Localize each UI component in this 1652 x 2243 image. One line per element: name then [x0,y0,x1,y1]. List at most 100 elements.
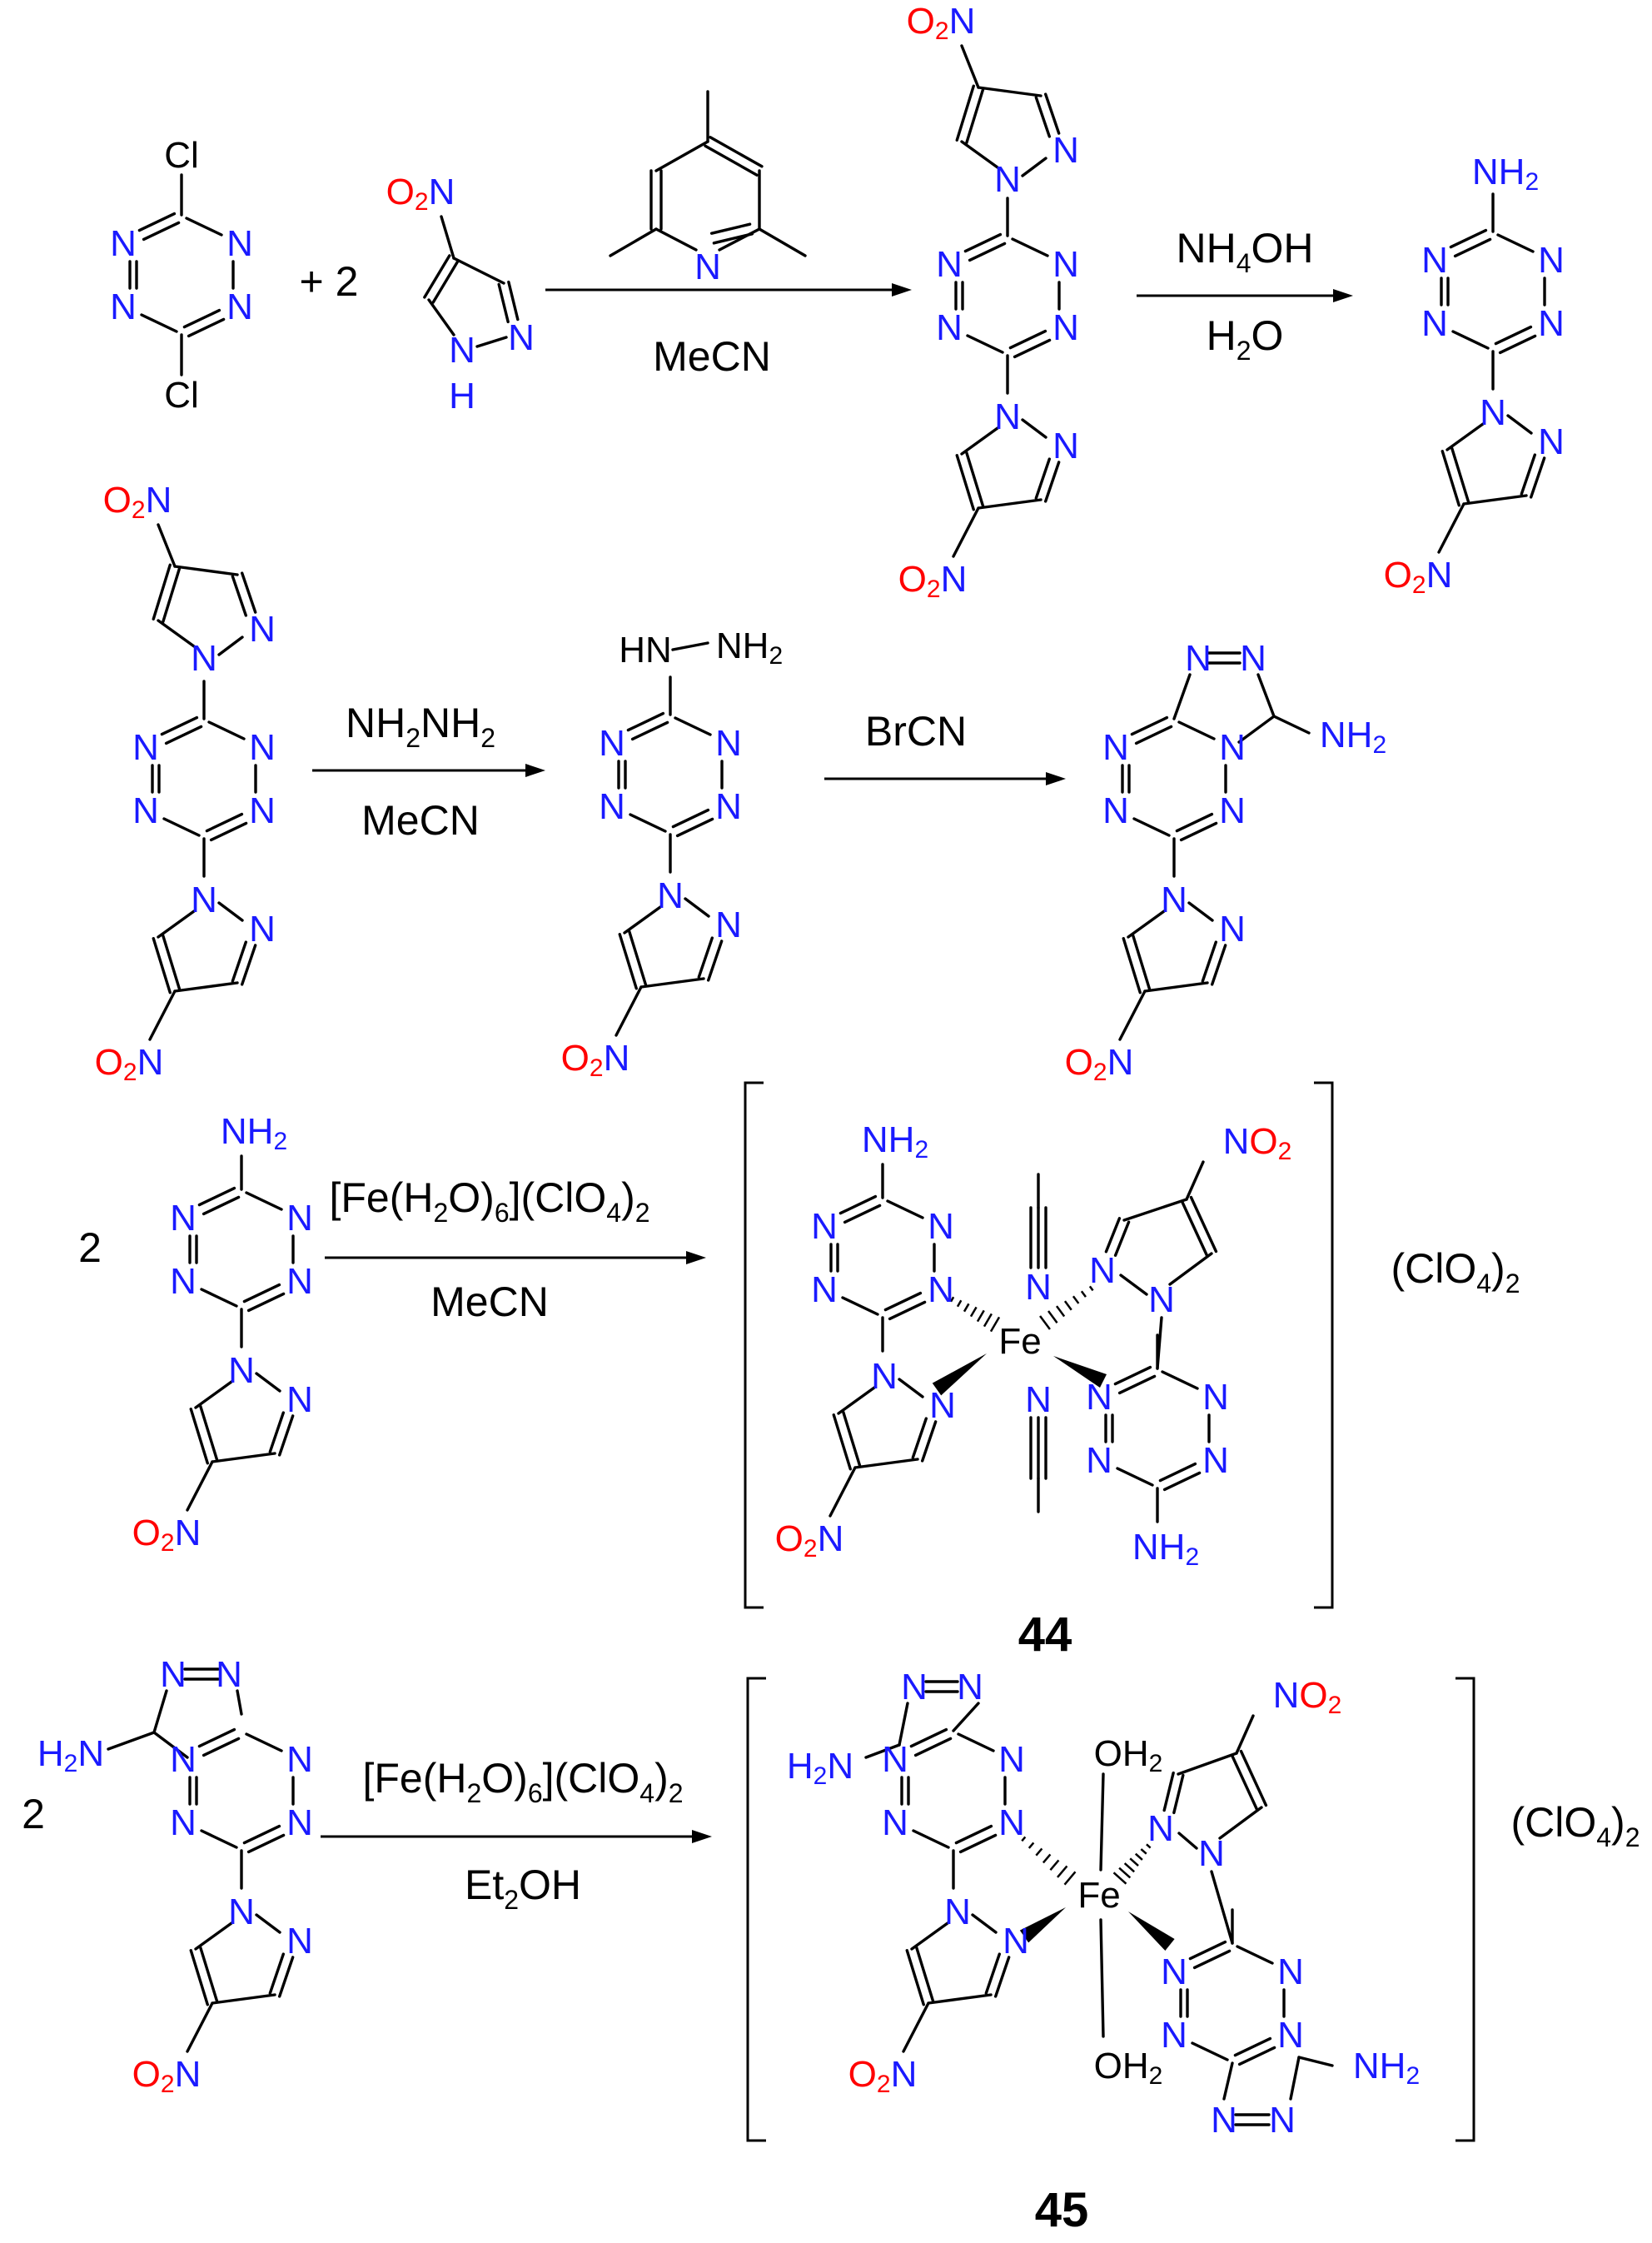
ring-bond [1034,457,1052,500]
nitrogen-label: N [170,1261,197,1302]
reagent-iron-perchlorate-1: [Fe(H2O)6](ClO4)2 [329,1174,649,1228]
nitrogen-label: N [170,1802,197,1843]
ring-bond [629,813,667,833]
amino-group-label: H2N [787,1746,853,1790]
ring-bond [628,930,648,987]
ring-bond [626,711,665,732]
perchlorate-counterion-44: (ClO4)2 [1391,1245,1520,1298]
ring-bond [838,1194,878,1215]
substituent-bond [148,989,177,1041]
ring-bond [189,1408,209,1465]
ring-bond [452,257,505,285]
ring-bond [674,716,712,736]
ring-bond [952,1702,980,1732]
ring-bond [984,1952,1002,1995]
ring-bond [630,720,669,741]
ring-bond [843,1204,882,1224]
amino-group-label: NH2 [221,1111,287,1155]
ring-bond [209,821,248,842]
ring-bond [277,1414,295,1457]
hashed-bond [1134,1852,1143,1861]
ring-bond [1496,233,1535,253]
hashed-bond [989,1316,1001,1333]
substituent-bond [960,44,980,89]
hashed-bond [1063,1300,1072,1311]
amino-group-label: NH2 [1472,152,1539,196]
nitrogen-label: N [228,1892,255,1932]
nitrogen-label: N [882,1739,908,1780]
ring-bond [1130,715,1169,736]
nitrogen-label: N [110,223,137,264]
ring-bond [1011,237,1049,257]
nitrogen-label: N [957,1667,983,1707]
ring-bond [911,1417,928,1459]
ring-bond [507,280,520,321]
aqua-ligand-label: OH2 [1094,1733,1163,1777]
ring-bond [185,217,223,237]
nitro-group-label: O2N [132,1513,202,1557]
nitrogen-label: N [249,609,276,650]
nitrogen-label: N [449,330,475,371]
reagent-water: H2O [1207,312,1284,366]
nitro-group-label: O2N [95,1042,164,1086]
nitro-group-label: NO2 [1273,1675,1342,1719]
nitrogen-label: N [994,396,1021,437]
ring-bond [1529,456,1546,499]
ring-bond [157,619,196,648]
ring-bond [898,1378,924,1398]
hashed-bond [1021,1836,1027,1842]
amino-group-label: NH2 [1320,715,1386,759]
nitrogen-label: N [1147,1808,1174,1849]
ring-bond [1289,2056,1301,2101]
ring-bond [202,1195,241,1216]
ring-bond [704,144,759,177]
ring-bond [1498,334,1537,355]
ring-bond [1450,446,1470,504]
reagent-mecn-2: MeCN [361,797,480,844]
hashed-bond [1072,1295,1080,1304]
ring-bond [697,936,714,979]
ring-bond [152,937,172,994]
chlorine-label: Cl [164,375,199,416]
nitrogen-label: N [1198,1833,1225,1874]
ring-bond [623,905,662,935]
ring-bond [1162,1771,1175,1812]
ring-bond [1188,1940,1227,1961]
ring-bond [1506,414,1533,435]
nitro-group-label: NO2 [1223,1121,1292,1165]
reagent-iron-perchlorate-2: [Fe(H2O)6](ClO4)2 [362,1755,683,1808]
ring-bond [909,1727,948,1748]
ring-bond [1449,228,1488,249]
nitrogen-label: N [1161,880,1187,920]
ring-bond [971,1913,998,1934]
reagent-mecn-3: MeCN [430,1279,549,1325]
arrow-head [1046,772,1066,785]
nitrogen-label: N [170,1739,197,1780]
ring-bond [706,940,724,982]
methyl-bond [758,227,807,257]
ring-bond [1172,673,1192,720]
wedge-bond [1128,1912,1175,1951]
nitrogen-label: N [286,1261,313,1302]
ring-bond [189,1949,209,2006]
nitrogen-label: N [1025,1379,1052,1420]
amino-group-label: H2N [37,1733,104,1777]
nitrogen-label: N [1277,1951,1304,1992]
ring-bond [182,308,221,329]
ring-bond [1210,944,1227,986]
compound-number-44: 44 [1018,1607,1072,1662]
ring-bond [1034,96,1052,138]
ring-bond [965,451,985,508]
ring-bond [963,232,1003,253]
ring-bond [497,282,510,324]
ring-bond [712,232,754,245]
ring-bond [1233,2036,1272,2057]
nitrogen-label: N [1089,1250,1116,1291]
left-bracket-45 [746,1677,766,2142]
nitrogen-label: N [1102,790,1129,831]
nitrogen-label: N [1219,727,1246,768]
nitro-group-label: O2N [103,480,172,524]
nitrogen-label: N [1240,638,1266,679]
